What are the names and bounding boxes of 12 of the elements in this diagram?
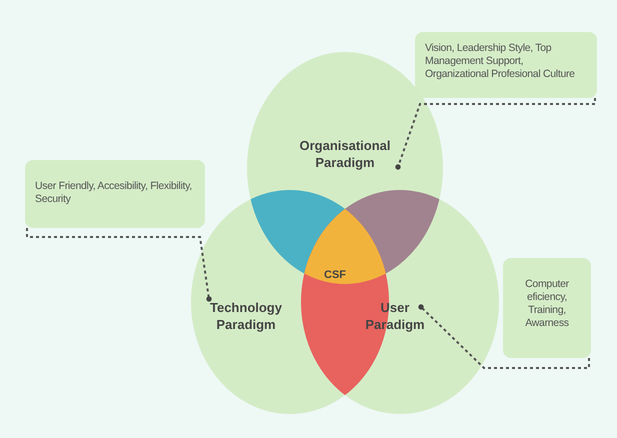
region-label: CSF xyxy=(320,267,350,284)
note-box xyxy=(503,258,591,358)
note-text: User Friendly, Accesibility, Flexibility, Security xyxy=(35,180,193,206)
note-box xyxy=(415,32,597,98)
circle-label: Technology Paradigm xyxy=(201,299,291,333)
leader-line xyxy=(26,228,212,302)
note-text: Computer eficiency, Training, Awarness xyxy=(524,278,570,330)
note-text: Vision, Leadership Style, Top Management Support, Organizational Profesional Culture xyxy=(425,42,576,81)
note-box xyxy=(25,160,205,228)
leader-line xyxy=(395,98,596,170)
circle-label: Organisational Paradigm xyxy=(292,137,398,171)
leader-line xyxy=(418,304,590,369)
